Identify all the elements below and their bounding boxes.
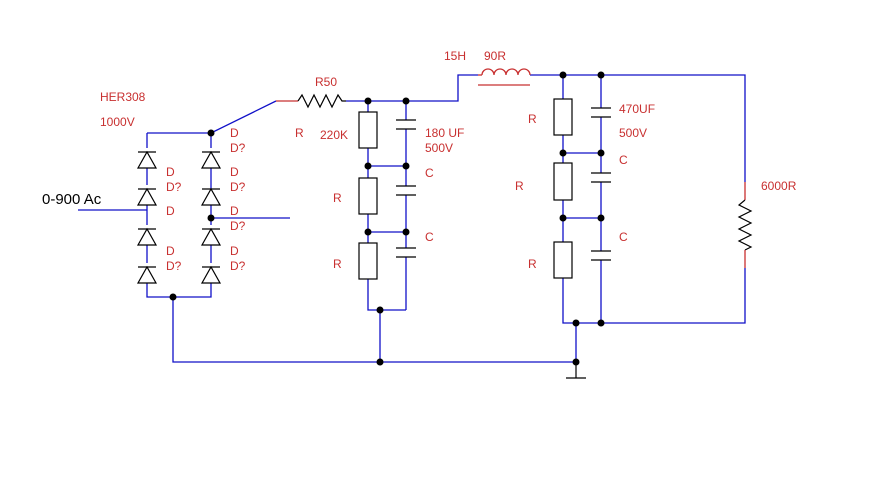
diode-ref-label: D [166, 165, 175, 179]
diode-part-label: D? [166, 180, 182, 194]
junctions [169, 71, 605, 366]
diode-part-label: D? [230, 219, 246, 233]
stage1-capacitor [396, 247, 416, 258]
left-string-wire [146, 283, 212, 298]
stage2-resistor-ref: R [528, 112, 537, 126]
stage1-capacitor [396, 119, 416, 130]
stage1-top-wire [346, 74, 478, 102]
diode [200, 265, 222, 284]
diode-ref-label: D [230, 165, 239, 179]
bridge-top-wire [147, 132, 212, 148]
junction-dot [572, 319, 580, 327]
diode-ref-label: D [230, 126, 239, 140]
junction-dot [402, 228, 410, 236]
diode [136, 227, 158, 246]
stage2-resistor [553, 162, 573, 201]
junction-dot [364, 228, 372, 236]
diode [136, 187, 158, 206]
junction-dot [402, 97, 410, 105]
stage1-cap-ref: C [425, 230, 434, 244]
diode-ref-label: D [230, 204, 239, 218]
choke-inductance-label: 15H [444, 49, 466, 63]
junction-dot [559, 214, 567, 222]
diode-ref-label: D [230, 244, 239, 258]
diode-part-label: D? [230, 180, 246, 194]
stage1-cap-value: 180 UF [425, 126, 464, 140]
stage1-r-wire [367, 279, 406, 311]
junction-dot [207, 214, 215, 222]
r50-ref-label: R50 [315, 75, 337, 89]
diode-ref-label: D [166, 244, 175, 258]
bridge-out-wire [210, 100, 277, 134]
junction-dot [559, 149, 567, 157]
diode-part-label: D? [166, 259, 182, 273]
labels: 0-900 Ac HER308 1000V D D? D D D? D D? D… [42, 49, 797, 273]
stage1-resistor [358, 242, 378, 280]
diode [200, 150, 222, 169]
r50-resistor [297, 93, 346, 109]
stage2-cap-ref: C [619, 153, 628, 167]
diode-part-label: D? [230, 259, 246, 273]
diode-ref-label: D [166, 204, 175, 218]
stage1-cap-ref: C [425, 166, 434, 180]
choke-inductor [478, 68, 531, 86]
load-value-label: 6000R [761, 179, 797, 193]
junction-dot [402, 162, 410, 170]
stage2-capacitor [591, 107, 611, 118]
rectifier-part-label: HER308 [100, 90, 146, 104]
junction-dot [376, 306, 384, 314]
junction-dot [364, 97, 372, 105]
junction-dot [597, 149, 605, 157]
diode [200, 227, 222, 246]
input-label: 0-900 Ac [42, 191, 102, 208]
diode-part-label: D? [230, 141, 246, 155]
stage1-capacitor [396, 185, 416, 196]
junction-dot [572, 358, 580, 366]
diode [136, 150, 158, 169]
junction-dot [597, 71, 605, 79]
stage2-capacitor [591, 172, 611, 183]
stage2-resistor-ref: R [528, 257, 537, 271]
stage2-resistor-ref: R [515, 179, 524, 193]
rectifier-rating-label: 1000V [100, 115, 135, 129]
stage1-resistor [358, 111, 378, 149]
ground-return-wire [172, 297, 576, 363]
junction-dot [207, 129, 215, 137]
load-resistor [737, 182, 753, 268]
stage1-resistor-ref: R [333, 257, 342, 271]
junction-dot [376, 358, 384, 366]
stage1-resistor-ref: R [333, 191, 342, 205]
choke-resistance-label: 90R [484, 49, 506, 63]
junction-dot [559, 71, 567, 79]
stage2-cap-value: 470UF [619, 102, 655, 116]
stage2-r-wire [562, 268, 746, 324]
stage2-cap-voltage: 500V [619, 126, 647, 140]
junction-dot [169, 293, 177, 301]
r50-side-label: R [295, 126, 304, 140]
stage2-resistor [553, 241, 573, 279]
stage1-resistor [358, 177, 378, 215]
stage1-cap-voltage: 500V [425, 141, 453, 155]
wires [78, 74, 746, 363]
stage1-resistor-value: 220K [320, 128, 348, 142]
rectifier-bridge [136, 150, 222, 284]
stage2-cap-ref: C [619, 230, 628, 244]
stage2-resistor [553, 98, 573, 136]
diode [136, 265, 158, 284]
junction-dot [364, 162, 372, 170]
diode [200, 187, 222, 206]
junction-dot [597, 319, 605, 327]
stage2-capacitor [591, 250, 611, 261]
junction-dot [597, 214, 605, 222]
